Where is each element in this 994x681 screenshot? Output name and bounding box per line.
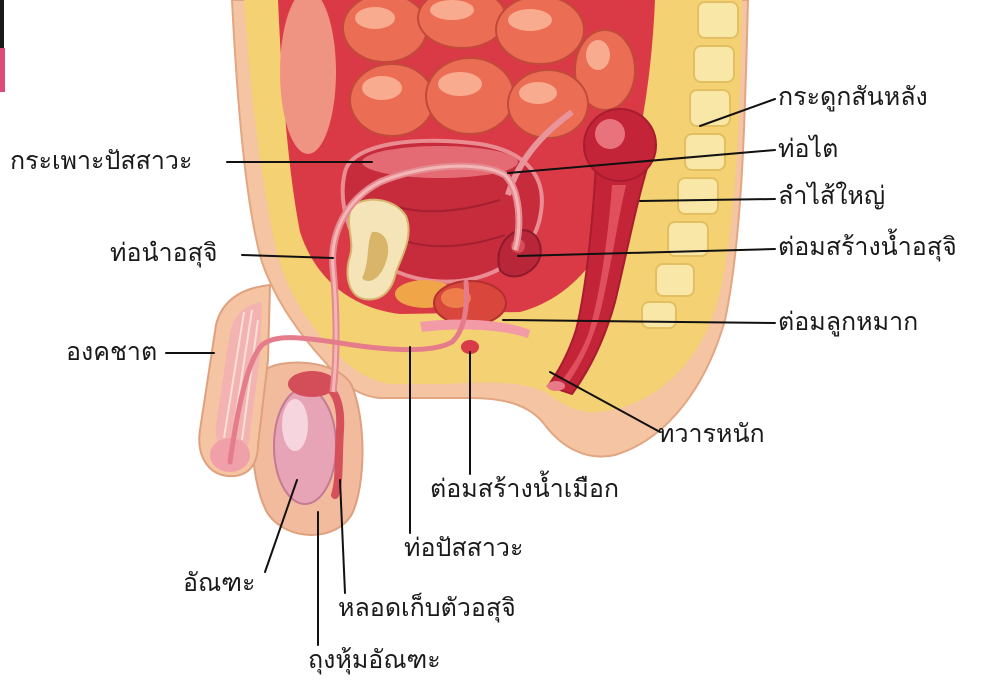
intestine-highlight <box>519 82 557 104</box>
label-urethra: ท่อปัสสาวะ <box>404 533 523 563</box>
label-ureter: ท่อไต <box>778 134 838 164</box>
edge-mark-pink <box>0 48 5 92</box>
label-vas-deferens: ท่อนำอสุจิ <box>110 238 218 268</box>
vertebra <box>690 90 730 126</box>
vertebra <box>642 302 676 328</box>
label-cowper-gland: ต่อมสร้างน้ำเมือก <box>430 474 619 504</box>
intestine-loop <box>426 58 514 134</box>
vertebra <box>685 134 725 170</box>
label-anus: ทวารหนัก <box>658 419 765 449</box>
label-spine: กระดูกสันหลัง <box>778 82 928 112</box>
label-large-intestine: ลำไส้ใหญ่ <box>778 181 885 211</box>
sigmoid-colon-highlight <box>595 119 625 149</box>
label-scrotum: ถุงหุ้มอัณฑะ <box>308 645 441 675</box>
intestine-highlight <box>586 40 610 70</box>
intestine-highlight <box>438 72 482 96</box>
label-epididymis: หลอดเก็บตัวอสุจิ <box>338 593 516 623</box>
label-penis: องคชาต <box>66 337 157 367</box>
label-testis: อัณฑะ <box>183 568 255 598</box>
edge-mark-dark <box>0 0 4 48</box>
intestine-highlight <box>430 0 474 20</box>
intestine-loop <box>350 64 434 136</box>
intestine-loop <box>496 0 584 64</box>
label-seminal-vesicle: ต่อมสร้างน้ำอสุจิ <box>778 232 957 262</box>
vertebra <box>694 46 734 82</box>
anus-opening <box>547 381 565 391</box>
vertebra <box>656 264 694 296</box>
label-prostate: ต่อมลูกหมาก <box>778 307 918 337</box>
intestine-highlight <box>362 76 402 100</box>
testis-highlight <box>282 399 308 451</box>
intestine-highlight <box>355 7 395 29</box>
epididymis-head <box>288 371 336 397</box>
vertebra <box>698 2 738 38</box>
intestine-loop <box>508 70 588 138</box>
vertebra <box>678 178 718 214</box>
intestine-highlight <box>508 9 552 31</box>
testis <box>274 388 336 504</box>
label-bladder: กระเพาะปัสสาวะ <box>10 146 192 176</box>
